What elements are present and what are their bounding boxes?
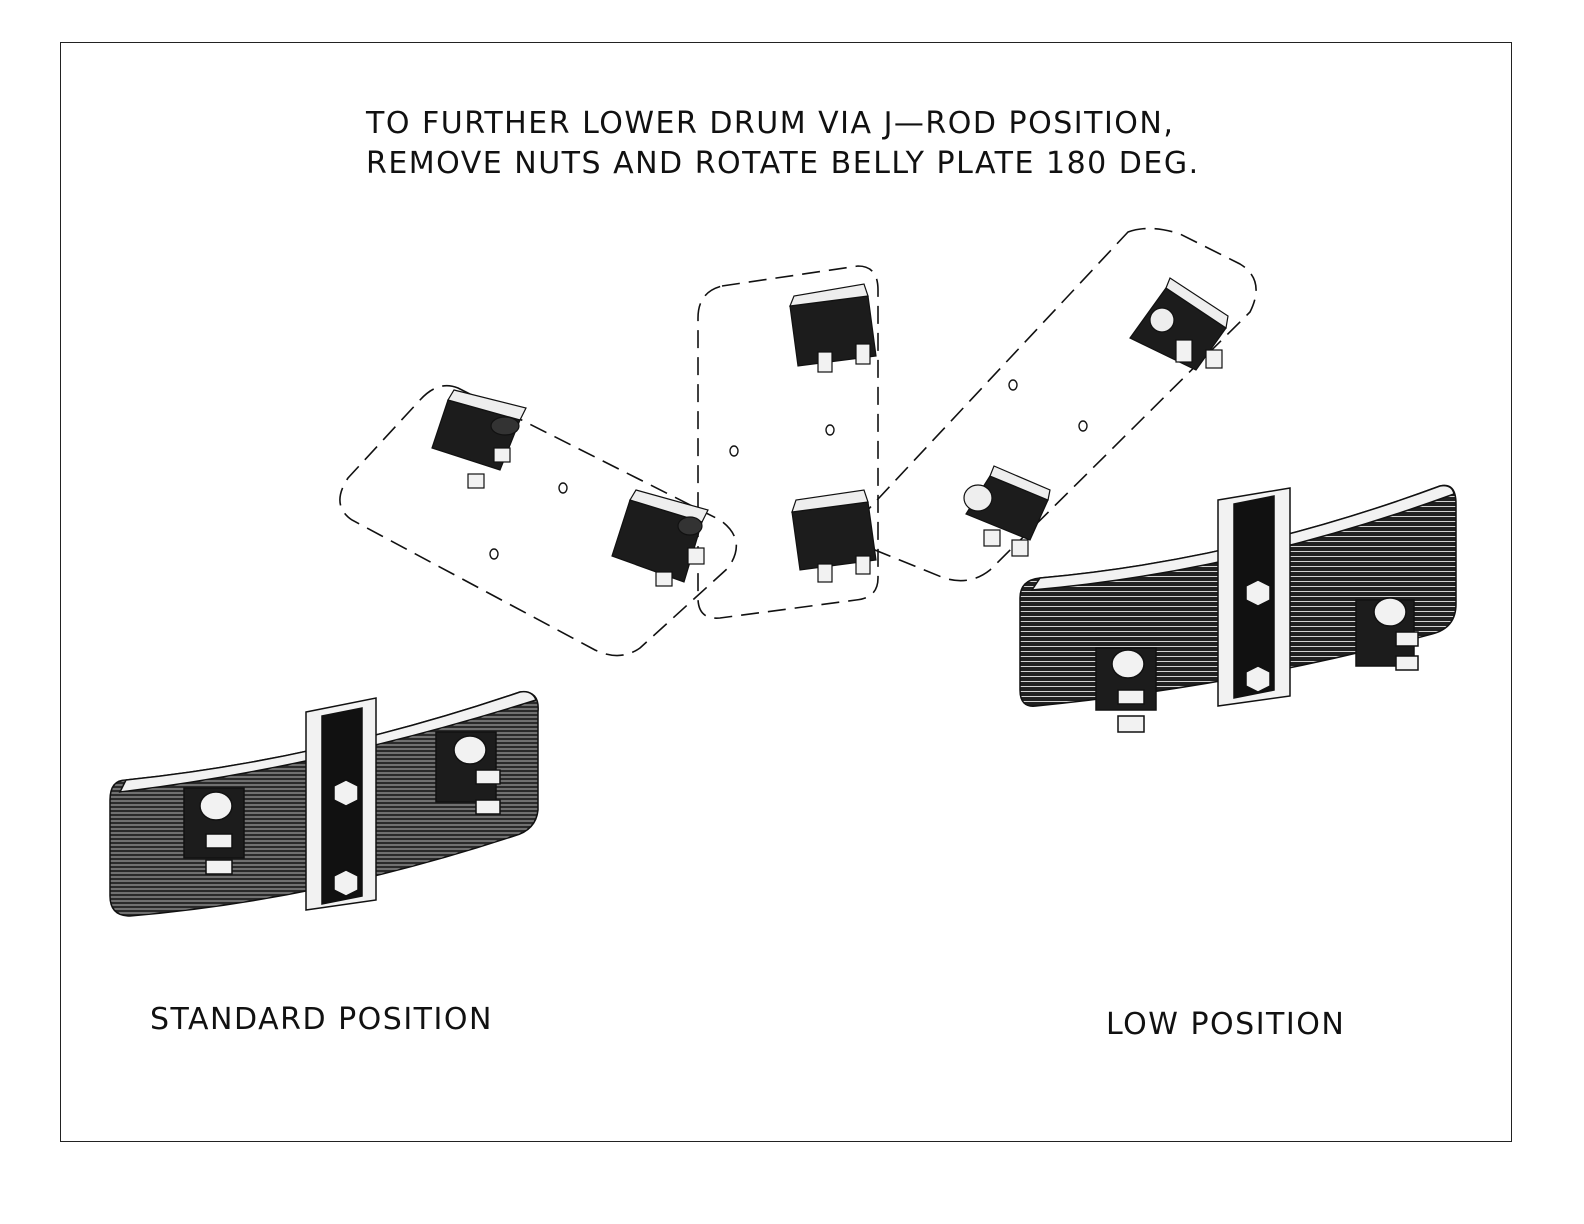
plate-outline-left — [339, 384, 738, 657]
bracket-right-upper — [1129, 277, 1229, 371]
plate-outline-center — [697, 265, 879, 619]
instruction-line-1: TO FURTHER LOWER DRUM VIA J—ROD POSITION… — [366, 106, 1175, 141]
plate-holes — [489, 379, 1088, 560]
plate-outline-right — [857, 227, 1257, 582]
belly-plate-low — [1019, 484, 1457, 733]
instruction-line-2: REMOVE NUTS AND ROTATE BELLY PLATE 180 D… — [366, 146, 1200, 181]
low-position-label: LOW POSITION — [1106, 1007, 1346, 1042]
nut-lower — [333, 869, 359, 897]
bracket-left-lower — [611, 489, 709, 587]
nut-upper — [333, 779, 359, 807]
standard-position-label: STANDARD POSITION — [150, 1002, 493, 1037]
bracket-right-lower — [963, 465, 1051, 557]
bracket-center-upper — [789, 283, 877, 373]
bracket-center-lower — [791, 489, 877, 583]
nut-lower — [1245, 665, 1271, 693]
nut-upper — [1245, 579, 1271, 607]
belly-plate-standard — [109, 690, 539, 917]
drawing-frame — [60, 42, 1512, 1142]
bracket-left-upper — [431, 389, 527, 489]
